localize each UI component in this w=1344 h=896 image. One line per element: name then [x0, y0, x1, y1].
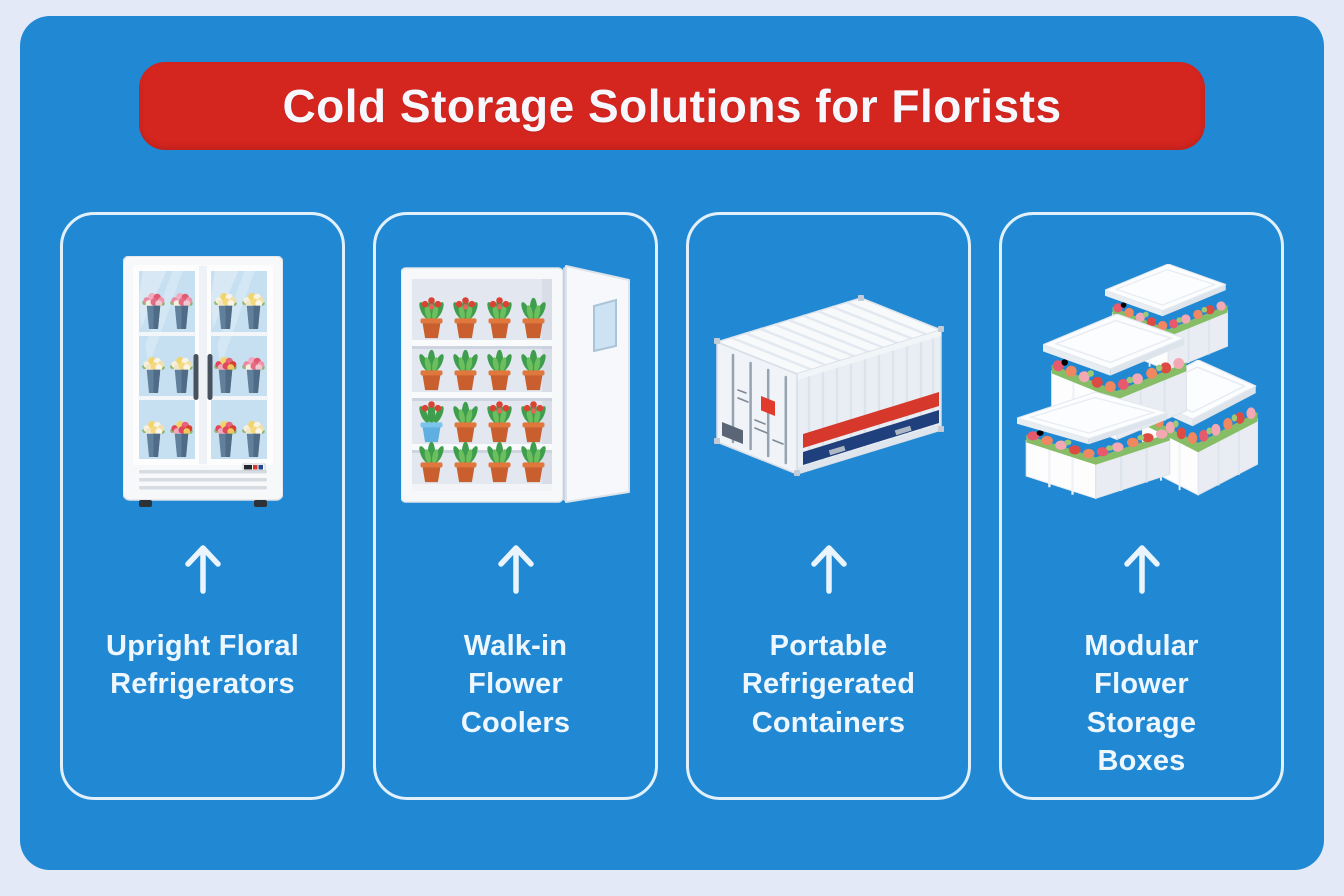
card-upright-floral-refrigerators: Upright Floral Refrigerators [60, 212, 345, 800]
illustration-wrap [376, 215, 655, 535]
card-portable-refrigerated-containers: Portable Refrigerated Containers [686, 212, 971, 800]
card-label: Walk-in Flower Coolers [460, 630, 571, 739]
red-placard [760, 395, 775, 416]
card-label: Modular Flower Storage Boxes [1084, 630, 1199, 777]
blue-panel: Cold Storage Solutions for Florists [20, 16, 1324, 870]
upright-floral-refrigerator-illustration [122, 256, 283, 507]
card-walk-in-flower-coolers: Walk-in Flower Coolers [373, 212, 658, 800]
walk-in-flower-cooler-illustration [400, 264, 630, 503]
title-banner: Cold Storage Solutions for Florists [139, 62, 1205, 150]
energy-label-icon [242, 463, 265, 471]
up-arrow-icon [810, 545, 847, 594]
card-label: Portable Refrigerated Containers [741, 630, 916, 739]
dark-plate [721, 421, 743, 444]
red-stripe [802, 391, 939, 448]
fridge-handle [207, 354, 212, 400]
illustration-wrap [689, 215, 968, 535]
door-window [592, 298, 617, 352]
page-title: Cold Storage Solutions for Florists [282, 80, 1062, 132]
card-modular-flower-storage-boxes: Modular Flower Storage Boxes [999, 212, 1284, 800]
card-label: Upright Floral Refrigerators [106, 630, 299, 701]
up-arrow-icon [1123, 545, 1160, 594]
modular-flower-storage-boxes-illustration [1016, 264, 1259, 500]
card-row: Upright Floral Refrigerators [20, 212, 1324, 800]
up-arrow-icon [497, 545, 534, 594]
illustration-wrap [63, 215, 342, 535]
fridge-handle [193, 354, 198, 400]
portable-refrigerated-container-illustration [713, 294, 944, 476]
illustration-wrap [1002, 215, 1281, 535]
cooler-door [564, 264, 630, 503]
up-arrow-icon [184, 545, 221, 594]
